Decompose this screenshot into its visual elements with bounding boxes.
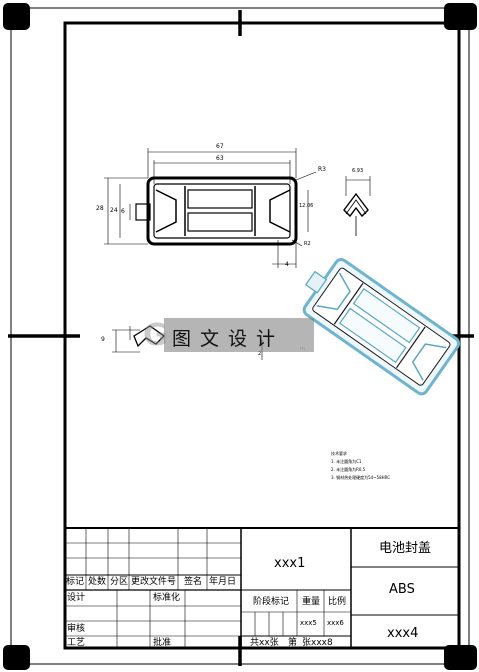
sheet-no-value: 张xxx8 xyxy=(302,638,333,648)
label-approve: 批准 xyxy=(153,638,172,648)
scale-value: xxx6 xyxy=(327,619,344,627)
label-weight: 重量 xyxy=(302,597,321,607)
dim-67: 67 xyxy=(216,143,224,150)
watermark-url: m xyxy=(300,346,305,352)
notes-heading: 技术要求 xyxy=(331,451,347,456)
part-name: 电池封盖 xyxy=(379,541,432,556)
label-review: 审核 xyxy=(67,624,86,634)
material: ABS xyxy=(389,582,415,597)
drawing-number: xxx1 xyxy=(274,556,306,571)
dim-24: 24 xyxy=(110,207,118,214)
dim-r3: R3 xyxy=(318,166,326,173)
dim-63: 63 xyxy=(216,155,224,162)
dim-693: 6.93 xyxy=(352,168,364,174)
dim-12: 12.06 xyxy=(299,203,314,209)
dim-9: 9 xyxy=(101,336,105,343)
company: xxx4 xyxy=(387,626,419,641)
label-change-doc: 更改文件号 xyxy=(131,577,177,587)
sheets-total: 共xx张 xyxy=(250,638,279,648)
label-stage-mark: 阶段标记 xyxy=(253,597,290,607)
watermark-text: 图文设计 xyxy=(172,328,285,350)
label-count: 处数 xyxy=(88,577,107,587)
label-date: 年月日 xyxy=(209,577,237,587)
dim-28: 28 xyxy=(96,205,104,212)
label-scale: 比例 xyxy=(328,597,347,607)
notes-line-1: 1. 未注圆角为C1 xyxy=(331,459,362,464)
label-process: 工艺 xyxy=(67,638,86,648)
notes-line-2: 2. 未注圆角为R0.5 xyxy=(331,467,366,472)
label-standardize: 标准化 xyxy=(153,593,181,603)
dim-4: 4 xyxy=(285,261,289,268)
notes-line-3: 3. 钢材热处理硬度为54~58HRC xyxy=(331,475,390,480)
technical-notes: 技术要求 1. 未注圆角为C1 2. 未注圆角为R0.5 3. 钢材热处理硬度为… xyxy=(331,452,390,480)
dim-6: 6 xyxy=(121,208,125,215)
label-mark: 标记 xyxy=(66,577,85,587)
watermark-banner xyxy=(164,318,314,352)
watermark-logo-icon: G xyxy=(143,318,168,353)
sheet-no-label: 第 xyxy=(288,638,298,648)
part-side-view xyxy=(343,176,371,236)
corner-marks xyxy=(3,3,477,670)
label-design: 设计 xyxy=(67,593,86,603)
label-signature: 签名 xyxy=(184,577,203,587)
part-front-view xyxy=(135,176,298,246)
title-block-grid xyxy=(64,527,460,649)
dim-2: 2 xyxy=(258,351,262,357)
weight-value: xxx5 xyxy=(300,619,317,627)
dimension-lines xyxy=(104,148,317,268)
part-isometric-view xyxy=(302,258,461,396)
dim-r2: R2 xyxy=(304,241,311,247)
label-zone: 分区 xyxy=(110,577,129,587)
